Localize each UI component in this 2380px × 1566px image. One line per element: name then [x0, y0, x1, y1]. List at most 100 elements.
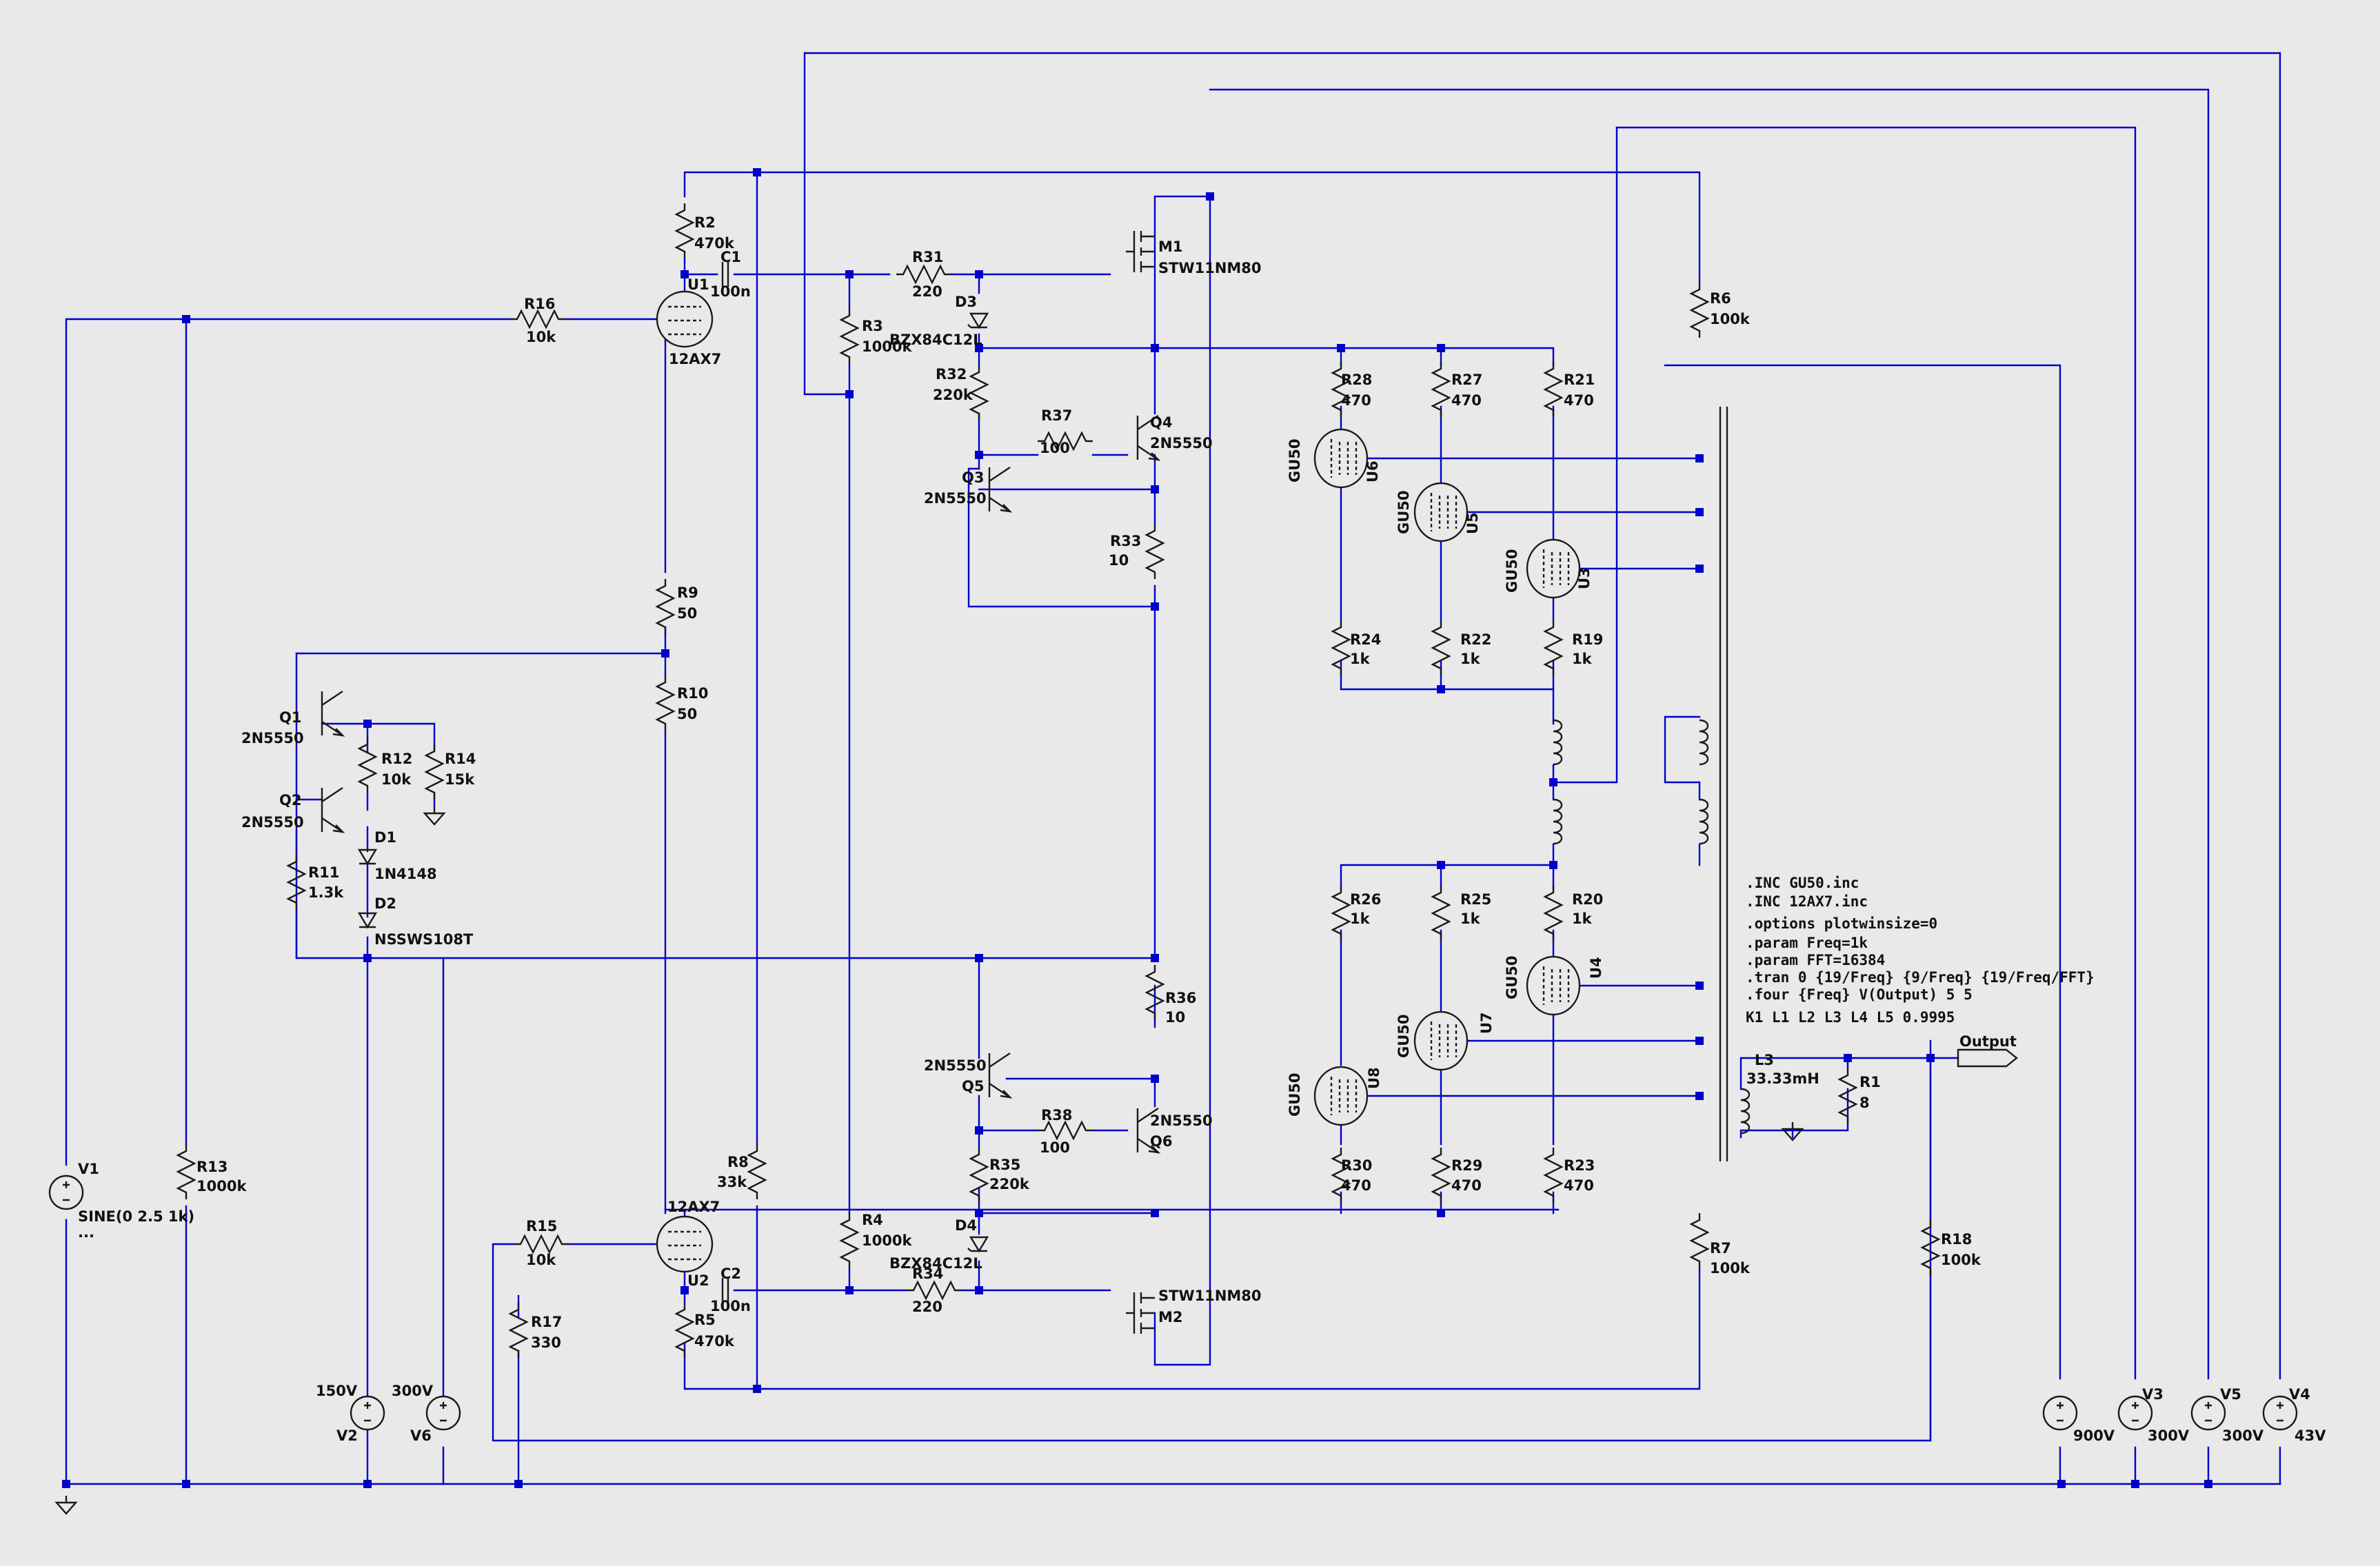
directive-param-fft: .param FFT=16384	[1746, 952, 1885, 968]
q6-ref: Q6	[1150, 1133, 1172, 1150]
r5-ref: R5	[694, 1312, 716, 1328]
ground-symbol	[55, 1494, 77, 1515]
voltage-source-v1[interactable]	[48, 1174, 84, 1210]
r4-value: 1000k	[862, 1232, 912, 1249]
r3-value: 1000k	[862, 338, 912, 355]
r25-ref: R25	[1460, 891, 1491, 908]
d1-ref: D1	[374, 829, 396, 846]
resistor-r4[interactable]	[840, 1212, 859, 1270]
voltage-source-900v[interactable]	[2042, 1395, 2078, 1431]
r16-value: 10k	[526, 329, 556, 345]
v5-ref: V5	[2220, 1386, 2241, 1403]
inductor-l5[interactable]	[1698, 798, 1709, 845]
v1-ref: V1	[78, 1161, 99, 1177]
transformer-core	[1719, 407, 1728, 1161]
resistor-r31[interactable]	[895, 265, 953, 284]
tube-u3[interactable]	[1526, 538, 1581, 599]
resistor-r32[interactable]	[969, 364, 989, 422]
r29-value: 470	[1451, 1177, 1482, 1194]
resistor-r34[interactable]	[905, 1281, 963, 1300]
directive-inc-gu50: .INC GU50.inc	[1746, 875, 1859, 891]
transistor-q2[interactable]	[321, 786, 344, 833]
r14-ref: R14	[445, 751, 476, 767]
inductor-l2[interactable]	[1552, 798, 1563, 845]
v1-extra: ...	[78, 1224, 94, 1241]
tube-u6[interactable]	[1313, 428, 1369, 489]
tube-u2[interactable]	[656, 1215, 714, 1273]
transistor-q5[interactable]	[988, 1052, 1011, 1099]
inductor-l1[interactable]	[1552, 719, 1563, 766]
d2-ref: D2	[374, 895, 396, 912]
transistor-q1[interactable]	[321, 690, 344, 737]
zener-d3[interactable]	[967, 312, 989, 329]
d1-value: 1N4148	[374, 866, 437, 882]
d4-value: BZX84C12L	[889, 1255, 982, 1272]
r14-value: 15k	[445, 771, 475, 788]
resistor-r7[interactable]	[1690, 1212, 1709, 1270]
r35-ref: R35	[989, 1157, 1020, 1173]
r36-ref: R36	[1165, 990, 1196, 1006]
r11-ref: R11	[308, 864, 339, 881]
r31-value: 220	[912, 283, 942, 300]
mosfet-m2[interactable]	[1125, 1291, 1156, 1335]
tube-u7[interactable]	[1413, 1010, 1469, 1071]
u6-value: GU50	[1287, 438, 1303, 482]
resistor-r14[interactable]	[425, 743, 444, 801]
mosfet-m1[interactable]	[1125, 230, 1156, 274]
voltage-source-v6[interactable]	[425, 1395, 461, 1431]
tube-u4[interactable]	[1526, 955, 1581, 1016]
resistor-r9[interactable]	[656, 578, 675, 635]
r7-value: 100k	[1710, 1260, 1751, 1277]
d3-value: BZX84C12L	[889, 332, 982, 348]
v5-value: 300V	[2222, 1427, 2264, 1444]
directive-param-freq: .param Freq=1k	[1746, 935, 1868, 951]
resistor-r2[interactable]	[675, 202, 694, 260]
r2-ref: R2	[694, 214, 716, 231]
u3-value: GU50	[1504, 549, 1520, 593]
resistor-r16[interactable]	[509, 309, 567, 329]
resistor-r3[interactable]	[840, 307, 859, 365]
m2-ref: M2	[1158, 1309, 1183, 1325]
u1-ref: U1	[687, 276, 709, 293]
r32-value: 220k	[933, 387, 974, 403]
zener-d4[interactable]	[967, 1236, 989, 1252]
r4-ref: R4	[862, 1212, 883, 1228]
resistor-r10[interactable]	[656, 674, 675, 732]
r21-ref: R21	[1564, 372, 1595, 388]
r25-value: 1k	[1460, 911, 1481, 927]
resistor-r8[interactable]	[747, 1143, 767, 1201]
output-net-label: Output	[1959, 1033, 2017, 1050]
r24-ref: R24	[1350, 631, 1381, 648]
resistor-r6[interactable]	[1690, 281, 1709, 339]
q4-value: 2N5550	[1150, 435, 1213, 451]
r3-ref: R3	[862, 318, 883, 334]
r36-value: 10	[1165, 1009, 1185, 1026]
inductor-l3[interactable]	[1739, 1088, 1751, 1135]
r19-ref: R19	[1572, 631, 1603, 648]
u3-ref: U3	[1576, 567, 1593, 589]
r28-value: 470	[1341, 392, 1371, 409]
c2-value: 100n	[710, 1298, 751, 1314]
r27-ref: R27	[1451, 372, 1482, 388]
r37-ref: R37	[1041, 407, 1072, 424]
r12-value: 10k	[381, 771, 412, 788]
q5-value: 2N5550	[924, 1057, 987, 1074]
inductor-l4[interactable]	[1698, 719, 1709, 766]
r23-value: 470	[1564, 1177, 1594, 1194]
u5-ref: U5	[1464, 512, 1481, 534]
tube-u5[interactable]	[1413, 482, 1469, 542]
spice-directives: .INC GU50.inc .INC 12AX7.inc .options pl…	[1746, 875, 2095, 1026]
resistor-r33[interactable]	[1145, 522, 1164, 580]
r37-value: 100	[1040, 440, 1070, 456]
tube-u1[interactable]	[656, 290, 714, 348]
q6-value: 2N5550	[1150, 1112, 1213, 1129]
r10-value: 50	[677, 706, 697, 722]
resistor-r15[interactable]	[512, 1234, 570, 1254]
voltage-source-v2[interactable]	[350, 1395, 385, 1431]
v6-value: 300V	[392, 1383, 434, 1399]
tube-u8[interactable]	[1313, 1066, 1369, 1126]
r35-value: 220k	[989, 1176, 1030, 1192]
r7-ref: R7	[1710, 1240, 1731, 1257]
resistor-r13[interactable]	[177, 1143, 196, 1201]
resistor-r38[interactable]	[1036, 1121, 1094, 1140]
